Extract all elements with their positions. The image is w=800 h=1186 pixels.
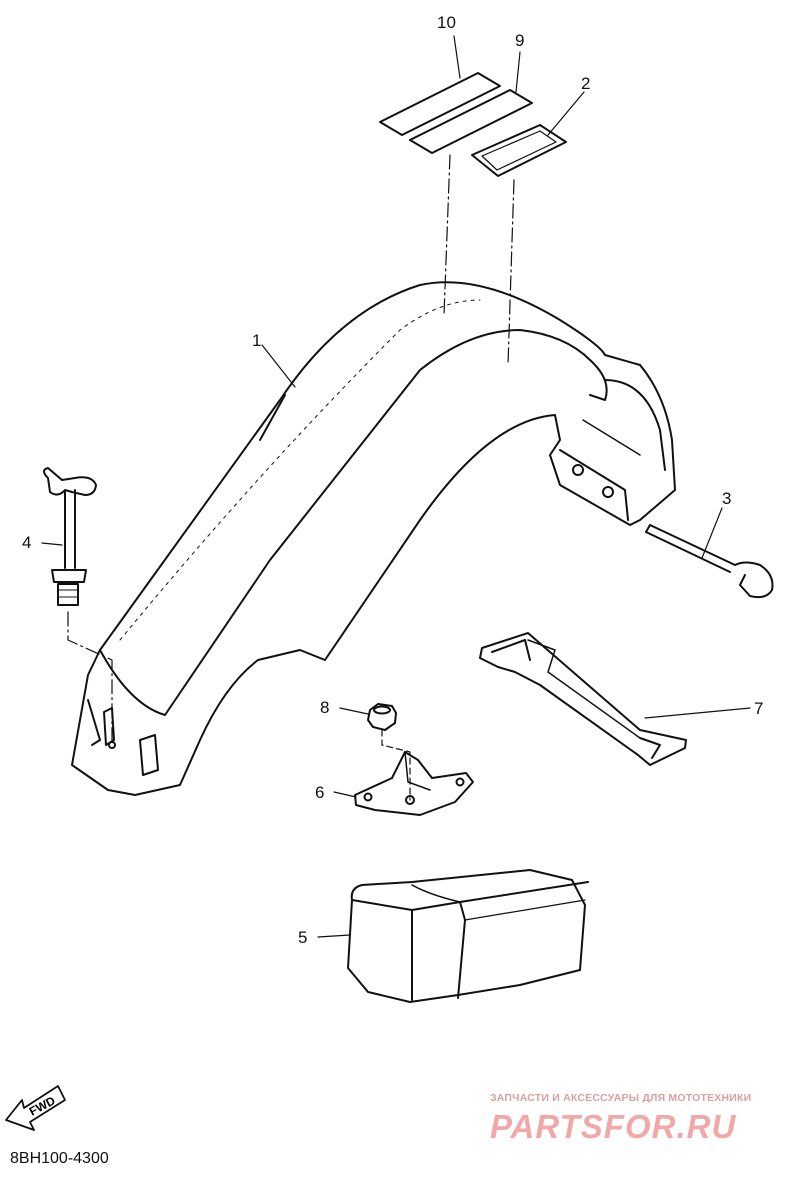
fwd-arrow-icon: [5, 1085, 66, 1131]
leader-lines: [41, 35, 751, 938]
part-1-fender: [71, 281, 676, 796]
watermark-tagline: ЗАПЧАСТИ И АКСЕССУАРЫ ДЛЯ МОТОТЕХНИКИ: [490, 1092, 752, 1104]
part-4-wing-bolt: [43, 467, 97, 606]
callout-10: 10: [437, 13, 456, 32]
watermark-logo: PARTSFOR.RU: [490, 1108, 737, 1145]
callout-7: 7: [754, 699, 764, 718]
callout-3: 3: [722, 489, 732, 508]
part-5-case: [347, 869, 589, 1003]
part-10-decal: [379, 72, 501, 136]
callout-6: 6: [315, 783, 325, 802]
part-8-nut: [367, 703, 411, 801]
part-7-bracket: [479, 632, 687, 766]
part-2-plate: [471, 124, 567, 177]
callout-2: 2: [581, 74, 591, 93]
part-9-decal: [409, 89, 533, 154]
callout-4: 4: [22, 533, 32, 552]
part-3-rod: [645, 524, 774, 599]
callout-5: 5: [298, 928, 308, 947]
callout-9: 9: [515, 31, 525, 50]
callout-8: 8: [320, 698, 330, 717]
part-6-plate: [354, 751, 474, 816]
assembly-lines: [67, 154, 515, 746]
callout-1: 1: [252, 331, 262, 350]
diagram-code: 8BH100-4300: [10, 1150, 109, 1167]
